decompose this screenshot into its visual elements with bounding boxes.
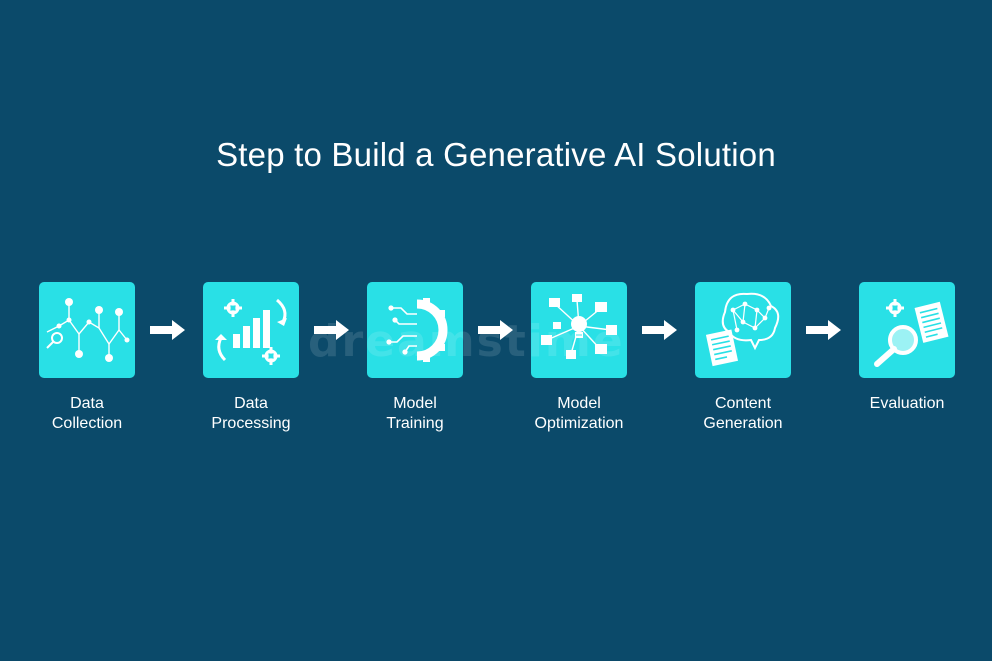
- step-label: Model Optimization: [534, 395, 624, 432]
- step-label: Content Generation: [703, 395, 783, 432]
- watermark: dreamstime: [308, 316, 625, 367]
- arrow-right-icon: [314, 318, 350, 342]
- step-label: Evaluation: [869, 395, 945, 412]
- step-label: Data Processing: [211, 395, 291, 432]
- lightbulb-network-icon: [541, 294, 617, 359]
- arrow-right-icon: [150, 318, 186, 342]
- step-tile: [39, 282, 135, 378]
- arrow-right-icon: [806, 318, 842, 342]
- arrow-right-icon: [478, 318, 514, 342]
- step-label: Model Training: [386, 395, 444, 432]
- step-label: Data Collection: [51, 395, 123, 432]
- bar-chart-gears-icon: [215, 298, 287, 365]
- brain-documents-icon: [705, 292, 780, 367]
- step-tile: [531, 282, 627, 378]
- magnifier-document-icon: [874, 299, 949, 367]
- step-tile: [695, 282, 791, 378]
- network-nodes-icon: [46, 298, 130, 362]
- step-tile: [203, 282, 299, 378]
- circuit-gear-icon: [386, 298, 448, 362]
- page-title: Step to Build a Generative AI Solution: [216, 136, 776, 173]
- arrow-right-icon: [642, 318, 678, 342]
- step-tile: [859, 282, 955, 378]
- step-tile: [367, 282, 463, 378]
